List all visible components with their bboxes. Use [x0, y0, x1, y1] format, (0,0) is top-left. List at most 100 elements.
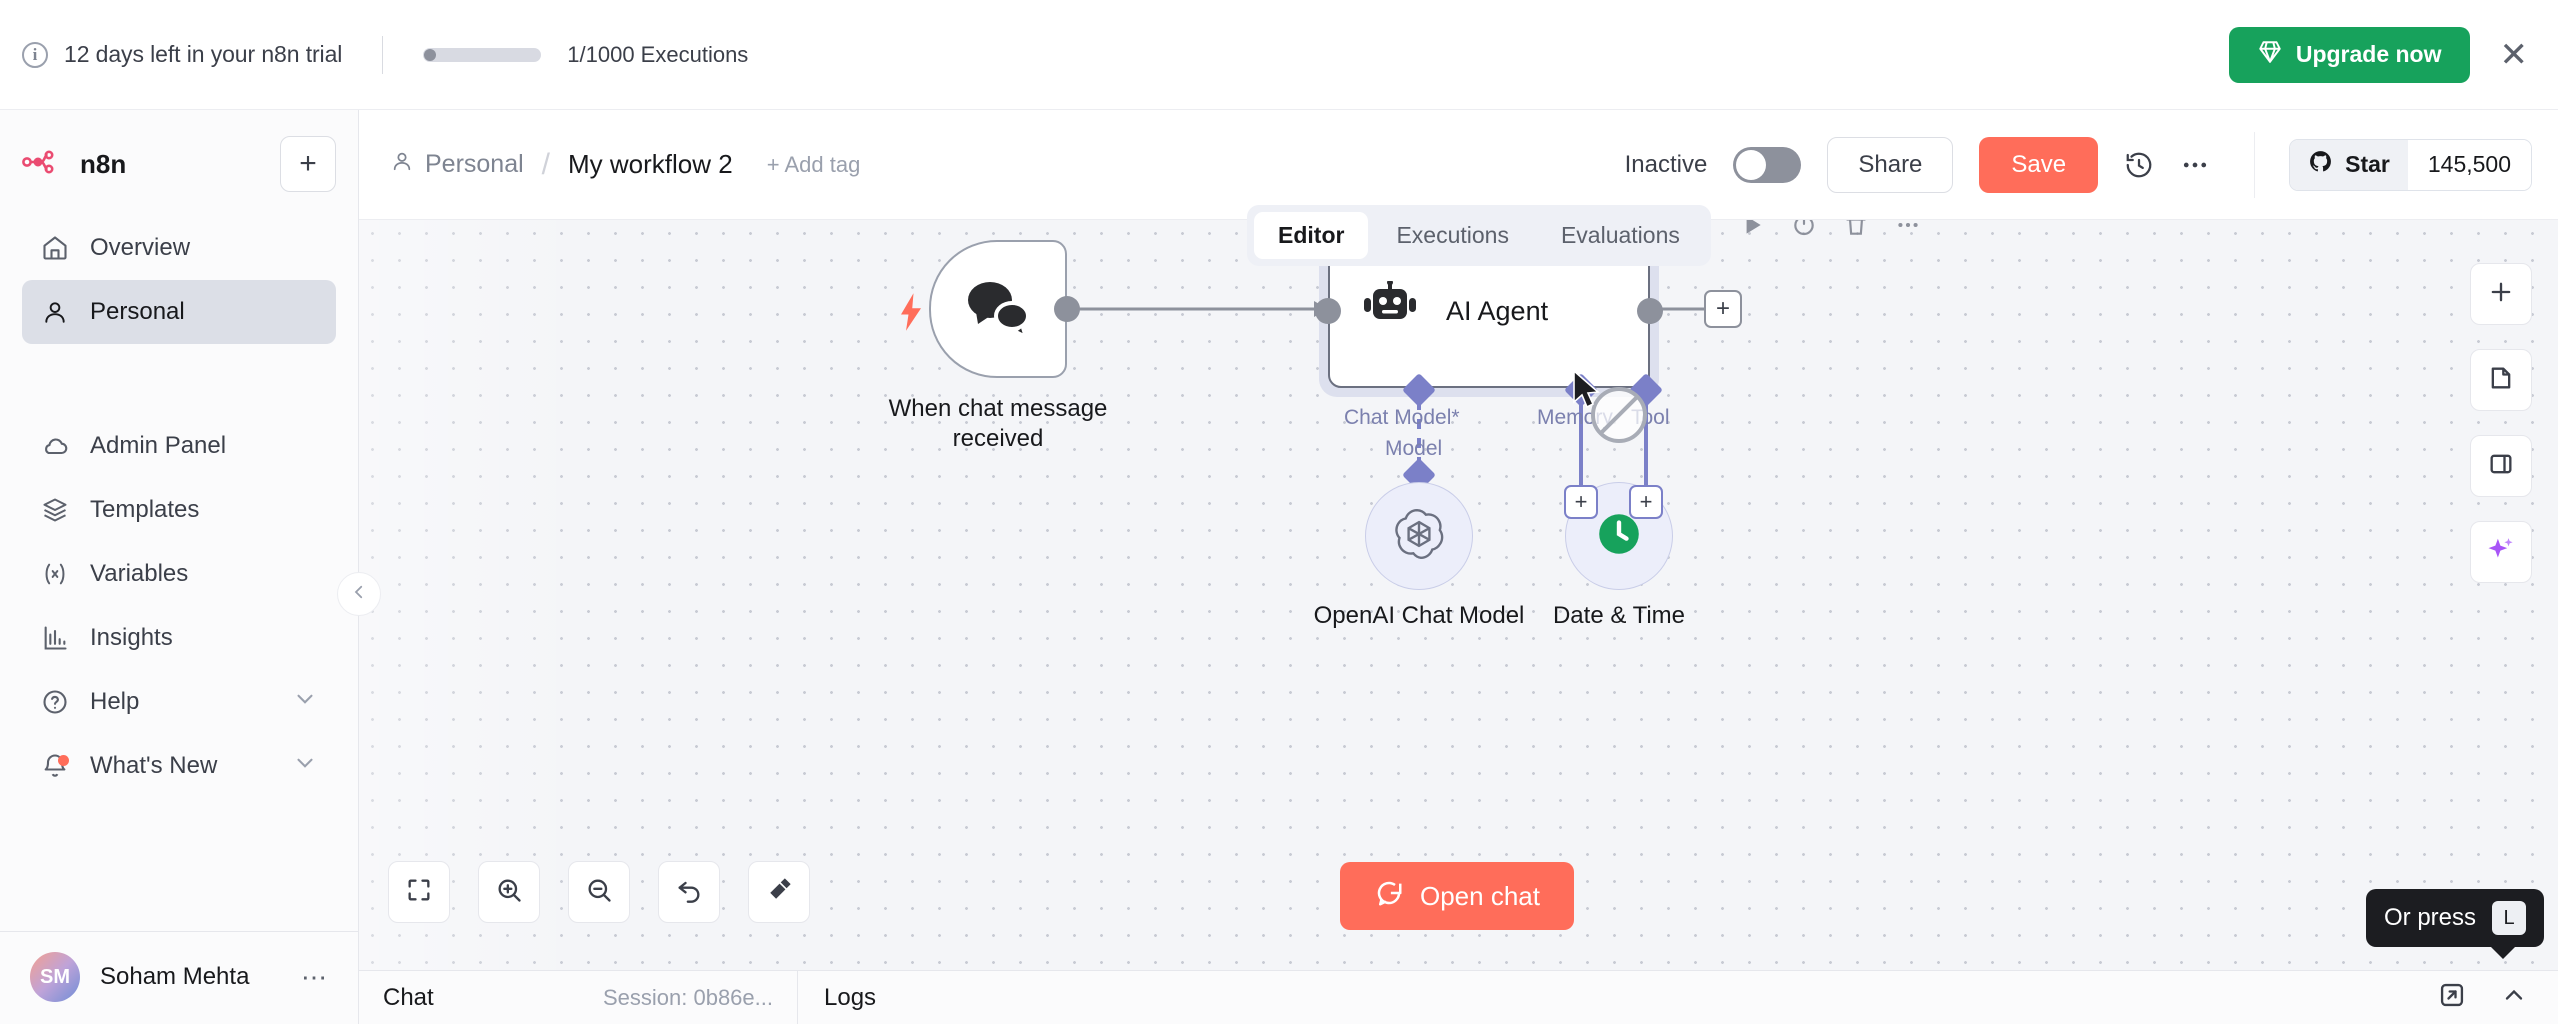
- zoom-out-icon: [585, 876, 613, 909]
- trigger-output-endpoint[interactable]: [1054, 296, 1080, 322]
- chevron-down-icon: [292, 686, 318, 719]
- trash-icon[interactable]: [1843, 220, 1869, 238]
- tab-evaluations[interactable]: Evaluations: [1560, 222, 1680, 248]
- github-star-count: 145,500: [2407, 139, 2531, 190]
- bar-chart-icon: [40, 623, 70, 653]
- activation-toggle[interactable]: [1733, 146, 1802, 183]
- add-sticky-note-button[interactable]: [2470, 349, 2532, 411]
- chevron-up-icon[interactable]: [2500, 981, 2528, 1014]
- clock-icon: [1594, 509, 1644, 564]
- tab-executions[interactable]: Executions: [1396, 222, 1509, 248]
- date-time-node-circle[interactable]: [1565, 482, 1673, 590]
- sidebar-item-variables[interactable]: Variables: [22, 542, 336, 606]
- chevron-left-icon: [350, 583, 368, 606]
- openai-node-circle[interactable]: [1365, 482, 1473, 590]
- tab-editor[interactable]: Editor: [1254, 212, 1369, 259]
- open-chat-button[interactable]: Open chat: [1340, 862, 1574, 930]
- trial-days-text: 12 days left in your n8n trial: [64, 41, 343, 67]
- add-node-button[interactable]: [2470, 263, 2532, 325]
- add-tag-button[interactable]: + Add tag: [766, 151, 861, 177]
- sidebar-footer: SM Soham Mehta ⋯: [0, 931, 358, 1024]
- tidy-up-button[interactable]: [748, 861, 810, 923]
- activation-status-label: Inactive: [1624, 150, 1708, 178]
- upgrade-now-label: Upgrade now: [2295, 41, 2442, 67]
- banner-divider: [382, 35, 384, 74]
- fit-view-button[interactable]: [388, 861, 450, 923]
- chat-icon: [1374, 878, 1404, 915]
- ellipsis-icon[interactable]: [1895, 220, 1921, 238]
- question-circle-icon: [40, 687, 70, 717]
- lightning-bolt-icon: [896, 293, 926, 340]
- reset-zoom-icon: [675, 876, 703, 909]
- sidebar-item-whats-new[interactable]: What's New: [22, 734, 336, 798]
- plus-icon[interactable]: +: [280, 136, 336, 192]
- sidebar-collapse-handle[interactable]: [337, 572, 381, 616]
- tooltip-key: L: [2492, 901, 2526, 935]
- more-options-icon[interactable]: [2180, 150, 2210, 180]
- node-openai-chat-model[interactable]: OpenAI Chat Model: [1314, 482, 1524, 629]
- popout-icon[interactable]: [2438, 981, 2466, 1014]
- node-label-openai-chat-model: OpenAI Chat Model: [1313, 602, 1525, 629]
- no-drop-icon: [1591, 387, 1647, 443]
- ai-assistant-button[interactable]: [2470, 521, 2532, 583]
- agent-output-endpoint[interactable]: [1637, 298, 1663, 324]
- canvas-right-rail: [2470, 263, 2532, 583]
- sidebar-item-insights[interactable]: Insights: [22, 606, 336, 670]
- bottom-bar-chat-section[interactable]: Chat Session: 0b86e...: [359, 971, 798, 1024]
- node-when-chat-message-received[interactable]: [929, 240, 1067, 378]
- user-menu[interactable]: SM Soham Mehta ⋯: [22, 952, 336, 1002]
- clock-history-icon[interactable]: [2124, 150, 2154, 180]
- connector-label-model: Model: [1385, 437, 1443, 460]
- bottom-bar-actions: [2438, 981, 2558, 1014]
- sidebar-item-admin-panel[interactable]: Admin Panel: [22, 414, 336, 478]
- agent-input-endpoint[interactable]: [1315, 298, 1341, 324]
- add-tool-node-button[interactable]: +: [1629, 485, 1663, 519]
- node-date-and-time[interactable]: Date & Time: [1553, 482, 1685, 629]
- upgrade-now-button[interactable]: Upgrade now: [2228, 26, 2470, 83]
- add-node-after-agent-button[interactable]: +: [1704, 290, 1742, 328]
- tidy-up-icon: [765, 876, 793, 909]
- github-star-widget[interactable]: Star 145,500: [2289, 138, 2532, 191]
- toggle-panel-button[interactable]: [2470, 435, 2532, 497]
- sidebar-item-templates[interactable]: Templates: [22, 478, 336, 542]
- info-icon: i: [22, 41, 48, 68]
- ellipsis-icon[interactable]: ⋯: [301, 961, 328, 992]
- progress-track: [423, 47, 542, 62]
- bottom-bar: Chat Session: 0b86e... Logs: [359, 970, 2558, 1024]
- node-label-trigger: When chat message received: [888, 395, 1108, 452]
- github-icon: [2308, 149, 2333, 180]
- variable-icon: [40, 559, 70, 589]
- user-name: Soham Mehta: [100, 963, 250, 990]
- mouse-cursor: [1573, 370, 1600, 409]
- canvas-controls: [388, 861, 810, 923]
- share-button[interactable]: Share: [1827, 136, 1954, 193]
- play-icon[interactable]: [1739, 220, 1765, 238]
- sticky-note-icon: [2487, 364, 2515, 397]
- brand-logo[interactable]: n8n: [22, 149, 126, 180]
- sidebar-item-overview[interactable]: Overview: [22, 216, 336, 280]
- reset-zoom-button[interactable]: [658, 861, 720, 923]
- power-icon[interactable]: [1791, 220, 1817, 238]
- trial-banner-left: i 12 days left in your n8n trial 1/1000 …: [0, 35, 748, 74]
- progress-dot: [424, 48, 437, 61]
- sidebar-item-personal[interactable]: Personal: [22, 280, 336, 344]
- chevron-down-icon: [292, 750, 318, 783]
- keyboard-shortcut-tooltip: Or press L: [2365, 889, 2544, 959]
- zoom-out-button[interactable]: [568, 861, 630, 923]
- sidebar-item-help[interactable]: Help: [22, 670, 336, 734]
- close-icon[interactable]: ✕: [2499, 35, 2529, 74]
- save-button[interactable]: Save: [1979, 136, 2099, 193]
- zoom-in-button[interactable]: [478, 861, 540, 923]
- plus-icon: [2487, 278, 2515, 311]
- bottom-bar-logs-tab[interactable]: Logs: [824, 983, 877, 1011]
- diamond-icon: [2257, 39, 2283, 71]
- add-memory-node-button[interactable]: +: [1564, 485, 1598, 519]
- workflow-canvas[interactable]: When chat message received: [359, 220, 2558, 970]
- sidebar-item-label: Templates: [90, 496, 200, 523]
- robot-icon: [1360, 279, 1420, 342]
- header-divider: [2254, 131, 2256, 198]
- workflow-name[interactable]: My workflow 2: [568, 149, 733, 179]
- breadcrumb[interactable]: Personal: [391, 150, 524, 179]
- node-label-ai-agent: AI Agent: [1446, 295, 1549, 326]
